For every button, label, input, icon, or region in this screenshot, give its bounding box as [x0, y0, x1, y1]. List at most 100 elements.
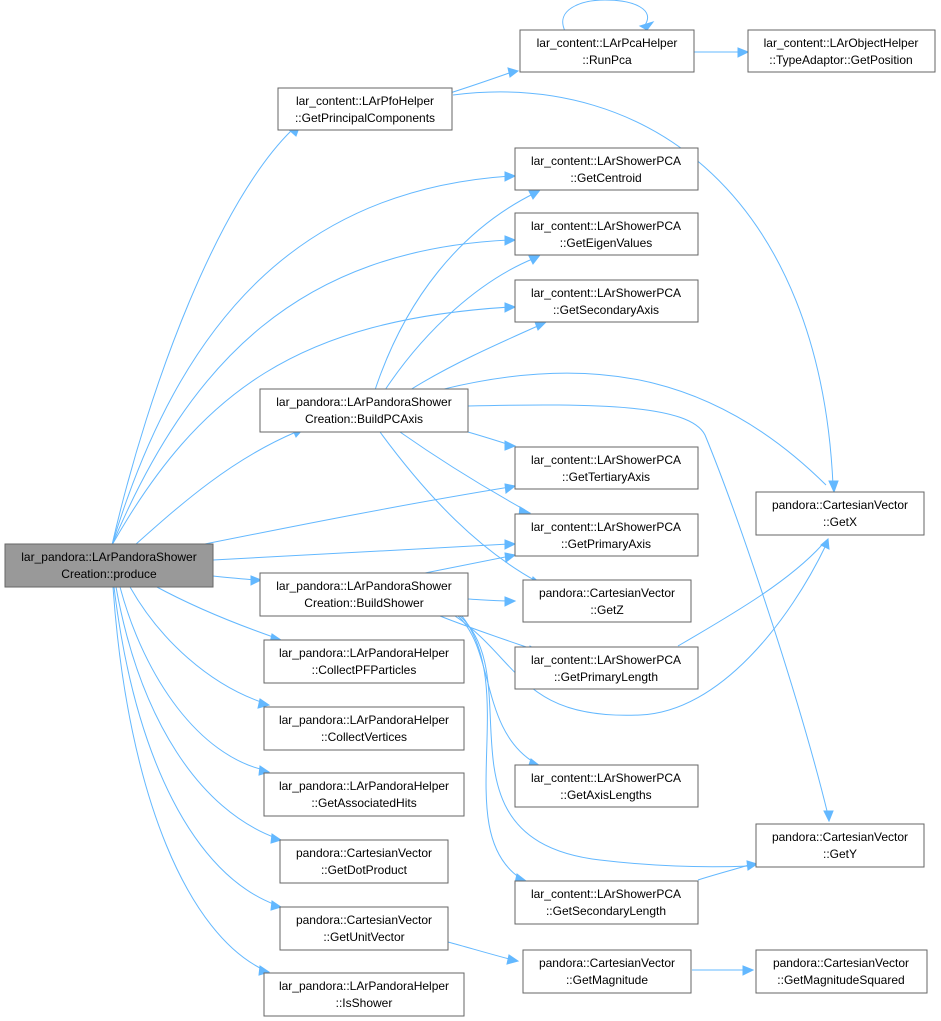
arrowhead [737, 47, 750, 58]
arrowhead [250, 575, 263, 586]
node-get-y-line1: pandora::CartesianVector [772, 830, 908, 844]
edge-produce-buildpcaxis [134, 431, 297, 546]
node-get-magnitude[interactable]: pandora::CartesianVector ::GetMagnitude [522, 949, 692, 994]
edge-getprincipalcomponents-getx [452, 91, 834, 486]
node-build-shower-line2: Creation::BuildShower [304, 596, 423, 610]
edge-produce-geteigenvalues [111, 239, 511, 546]
node-produce[interactable]: lar_pandora::LArPandoraShower Creation::… [4, 543, 214, 588]
node-get-unit-vector-line1: pandora::CartesianVector [296, 913, 432, 927]
arrowhead [638, 21, 655, 31]
node-get-magnitude-squared-line1: pandora::CartesianVector [773, 956, 909, 970]
node-run-pca[interactable]: lar_content::LArPcaHelper ::RunPca [519, 29, 695, 73]
edge-buildshower-getprimaryaxis [419, 555, 511, 575]
node-get-tertiary-axis-line1: lar_content::LArShowerPCA [531, 453, 681, 467]
node-collect-vertices-line1: lar_pandora::LArPandoraHelper [279, 713, 449, 727]
node-get-secondary-axis-line2: ::GetSecondaryAxis [553, 303, 659, 317]
node-get-primary-axis[interactable]: lar_content::LArShowerPCA ::GetPrimaryAx… [514, 513, 699, 557]
edge-buildshower-gety [459, 615, 751, 868]
node-get-y[interactable]: pandora::CartesianVector ::GetY [755, 823, 925, 868]
node-get-eigen-values-line1: lar_content::LArShowerPCA [531, 219, 681, 233]
edge-produce-getdotproduct [115, 586, 277, 839]
node-get-x[interactable]: pandora::CartesianVector ::GetX [755, 491, 925, 536]
arrowhead [534, 321, 548, 331]
node-get-axis-lengths-line1: lar_content::LArShowerPCA [531, 771, 681, 785]
node-get-z-line2: ::GetZ [590, 603, 623, 617]
node-get-associated-hits[interactable]: lar_pandora::LArPandoraHelper ::GetAssoc… [263, 772, 465, 817]
node-type-adaptor-line2: ::TypeAdaptor::GetPosition [769, 53, 912, 67]
node-get-secondary-length[interactable]: lar_content::LArShowerPCA ::GetSecondary… [514, 880, 699, 925]
node-get-primary-length[interactable]: lar_content::LArShowerPCA ::GetPrimaryLe… [514, 646, 699, 690]
node-run-pca-line2: ::RunPca [582, 53, 632, 67]
edge-buildpcaxis-gety [467, 404, 829, 816]
node-build-pc-axis[interactable]: lar_pandora::LArPandoraShower Creation::… [259, 388, 469, 433]
edge-buildshower-getz [467, 598, 511, 602]
node-get-z[interactable]: pandora::CartesianVector ::GetZ [522, 579, 692, 623]
node-get-magnitude-squared-line2: ::GetMagnitudeSquared [777, 973, 904, 987]
node-get-associated-hits-line2: ::GetAssociatedHits [311, 796, 416, 810]
arrowhead [504, 483, 517, 494]
edge-runpca-self [562, 0, 648, 32]
node-collect-pf-particles[interactable]: lar_pandora::LArPandoraHelper ::CollectP… [263, 639, 465, 684]
arrowhead [504, 596, 517, 607]
edge-produce-getsecondaryaxis [111, 306, 511, 546]
node-get-magnitude-squared[interactable]: pandora::CartesianVector ::GetMagnitudeS… [755, 949, 928, 994]
node-get-magnitude-line1: pandora::CartesianVector [539, 956, 675, 970]
arrowhead [507, 67, 520, 78]
node-get-principal-components[interactable]: lar_content::LArPfoHelper ::GetPrincipal… [277, 87, 453, 131]
node-get-x-line2: ::GetX [823, 515, 857, 529]
node-collect-pf-particles-line2: ::CollectPFParticles [312, 663, 417, 677]
node-get-associated-hits-line1: lar_pandora::LArPandoraHelper [279, 779, 449, 793]
node-get-eigen-values-line2: ::GetEigenValues [560, 236, 653, 250]
node-build-pc-axis-line1: lar_pandora::LArPandoraShower [276, 395, 451, 409]
node-get-magnitude-line2: ::GetMagnitude [566, 973, 648, 987]
arrowhead [504, 440, 517, 451]
arrowhead [504, 539, 517, 550]
node-collect-vertices[interactable]: lar_pandora::LArPandoraHelper ::CollectV… [263, 706, 465, 751]
edge-produce-isshower [112, 586, 265, 971]
node-get-principal-components-line1: lar_content::LArPfoHelper [296, 94, 434, 108]
edge-produce-getcentroid [111, 175, 511, 546]
node-type-adaptor-line1: lar_content::LArObjectHelper [764, 36, 919, 50]
node-get-unit-vector[interactable]: pandora::CartesianVector ::GetUnitVector [279, 906, 449, 951]
node-is-shower[interactable]: lar_pandora::LArPandoraHelper ::IsShower [263, 972, 465, 1017]
node-get-z-line1: pandora::CartesianVector [539, 586, 675, 600]
node-get-tertiary-axis[interactable]: lar_content::LArShowerPCA ::GetTertiaryA… [514, 446, 699, 490]
node-get-unit-vector-line2: ::GetUnitVector [323, 930, 404, 944]
edge-buildshower-getx [454, 544, 827, 716]
node-collect-vertices-line2: ::CollectVertices [321, 730, 407, 744]
arrowhead [504, 552, 517, 563]
arrowhead [504, 235, 517, 246]
edge-getunitvector-getmagnitude [447, 941, 514, 961]
edge-buildpcaxis-geteigenvalues [384, 257, 536, 391]
node-collect-pf-particles-line1: lar_pandora::LArPandoraHelper [279, 646, 449, 660]
node-get-primary-length-line1: lar_content::LArShowerPCA [531, 653, 681, 667]
arrowhead [270, 900, 283, 911]
node-produce-line1: lar_pandora::LArPandoraShower [21, 550, 196, 564]
arrowhead [742, 965, 755, 976]
edge-buildshower-getsecondarylength [461, 615, 521, 879]
node-get-centroid[interactable]: lar_content::LArShowerPCA ::GetCentroid [514, 147, 699, 191]
node-get-centroid-line1: lar_content::LArShowerPCA [531, 154, 681, 168]
node-get-dot-product-line2: ::GetDotProduct [321, 863, 408, 877]
node-get-eigen-values[interactable]: lar_content::LArShowerPCA ::GetEigenValu… [514, 212, 699, 256]
node-get-dot-product[interactable]: pandora::CartesianVector ::GetDotProduct [279, 839, 449, 884]
arrowhead [528, 254, 542, 265]
arrowhead [823, 810, 834, 823]
node-get-y-line2: ::GetY [823, 847, 857, 861]
node-get-axis-lengths[interactable]: lar_content::LArShowerPCA ::GetAxisLengt… [514, 764, 699, 808]
edge-buildpcaxis-getz [379, 431, 537, 582]
node-get-primary-axis-line1: lar_content::LArShowerPCA [531, 520, 681, 534]
node-get-secondary-axis[interactable]: lar_content::LArShowerPCA ::GetSecondary… [514, 279, 699, 323]
edge-buildpcaxis-gettertiaryaxis [467, 431, 511, 446]
arrowhead [270, 833, 283, 844]
node-build-pc-axis-line2: Creation::BuildPCAxis [305, 412, 423, 426]
edge-produce-getunitvector [113, 586, 277, 906]
node-type-adaptor-get-position[interactable]: lar_content::LArObjectHelper ::TypeAdapt… [747, 29, 936, 73]
edge-produce-collectvertices [129, 586, 265, 704]
edge-produce-getassociatedhits [119, 586, 265, 771]
node-build-shower[interactable]: lar_pandora::LArPandoraShower Creation::… [259, 572, 469, 617]
edge-buildshower-getprimarylength [439, 615, 536, 651]
edges [111, 0, 834, 971]
node-get-secondary-length-line2: ::GetSecondaryLength [546, 904, 666, 918]
